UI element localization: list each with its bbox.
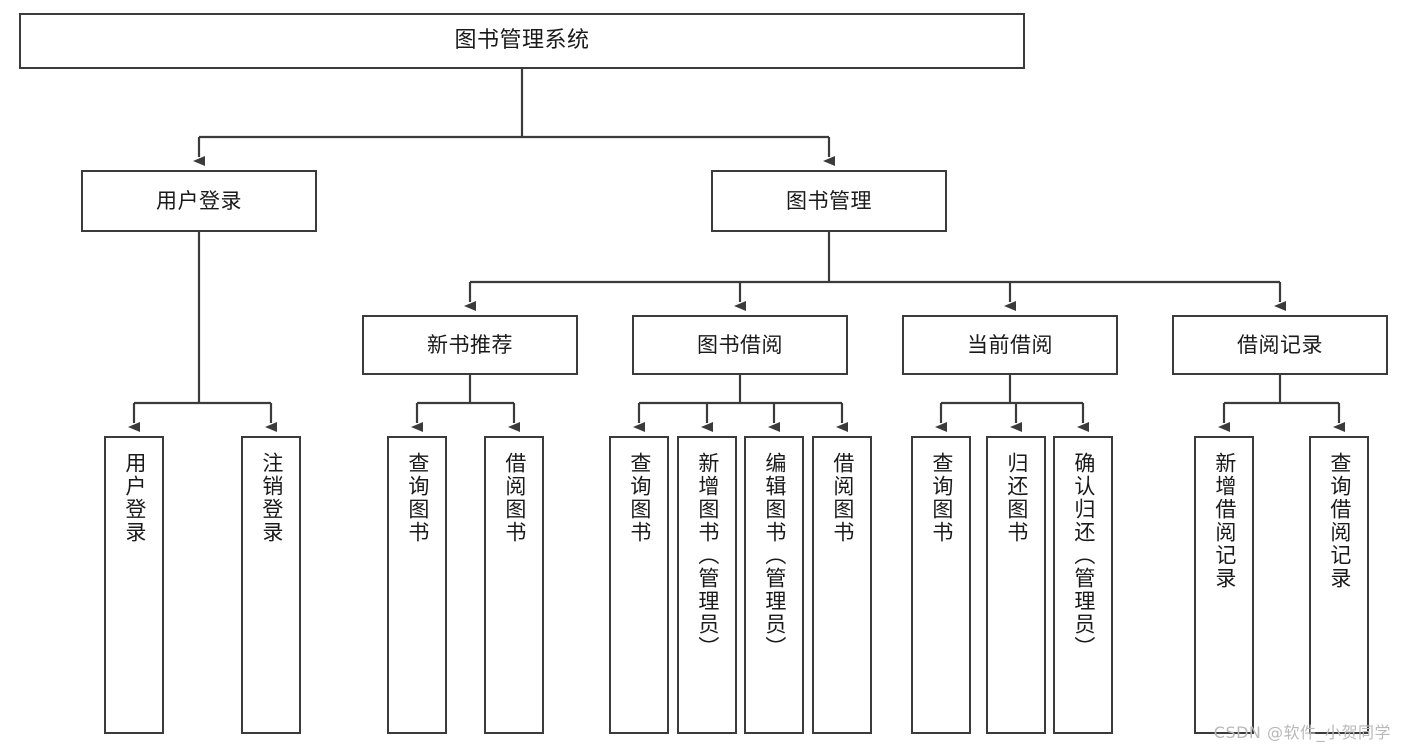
node-label: 新增图书（管理员）	[695, 452, 720, 659]
node-label: 查询图书	[405, 452, 430, 544]
node-label: 用户登录	[122, 452, 147, 544]
node-leaf-edit-book[interactable]: 编辑图书（管理员）	[744, 436, 804, 734]
node-leaf-query-book-rec[interactable]: 查询图书	[387, 436, 447, 734]
node-leaf-borrow-book[interactable]: 借阅图书	[812, 436, 872, 734]
node-leaf-return-book[interactable]: 归还图书	[986, 436, 1046, 734]
node-label: 查询图书	[929, 452, 954, 544]
node-label: 借阅图书	[502, 452, 527, 544]
node-leaf-query-record[interactable]: 查询借阅记录	[1309, 436, 1369, 734]
node-label: 新书推荐	[427, 332, 513, 357]
node-label: 归还图书	[1004, 452, 1029, 544]
node-leaf-query-book-cur[interactable]: 查询图书	[911, 436, 971, 734]
node-label: 注销登录	[259, 452, 284, 544]
node-leaf-logout[interactable]: 注销登录	[241, 436, 301, 734]
node-label: 图书管理系统	[454, 28, 590, 54]
node-leaf-add-record[interactable]: 新增借阅记录	[1194, 436, 1254, 734]
node-label: 查询图书	[627, 452, 652, 544]
node-label: 图书借阅	[697, 332, 783, 357]
node-label: 确认归还（管理员）	[1071, 452, 1096, 659]
node-label: 编辑图书（管理员）	[762, 452, 787, 659]
node-user-login[interactable]: 用户登录	[81, 170, 317, 232]
node-label: 新增借阅记录	[1212, 452, 1237, 590]
node-leaf-query-book-borrow[interactable]: 查询图书	[609, 436, 669, 734]
node-label: 当前借阅	[967, 332, 1053, 357]
node-book-borrow[interactable]: 图书借阅	[632, 315, 848, 375]
node-label: 借阅记录	[1237, 332, 1323, 357]
node-borrow-record[interactable]: 借阅记录	[1172, 315, 1388, 375]
node-current-borrow[interactable]: 当前借阅	[902, 315, 1118, 375]
node-leaf-confirm-return[interactable]: 确认归还（管理员）	[1053, 436, 1113, 734]
node-label: 借阅图书	[830, 452, 855, 544]
node-book-manage[interactable]: 图书管理	[711, 170, 947, 232]
node-label: 图书管理	[786, 188, 872, 213]
node-leaf-borrow-book-rec[interactable]: 借阅图书	[484, 436, 544, 734]
node-label: 查询借阅记录	[1327, 452, 1352, 590]
node-new-book-recommend[interactable]: 新书推荐	[362, 315, 578, 375]
node-root[interactable]: 图书管理系统	[19, 13, 1025, 69]
node-leaf-user-login[interactable]: 用户登录	[104, 436, 164, 734]
node-label: 用户登录	[156, 188, 242, 213]
node-leaf-add-book[interactable]: 新增图书（管理员）	[677, 436, 737, 734]
csdn-watermark: CSDN @软件_小贺同学	[1213, 723, 1391, 742]
